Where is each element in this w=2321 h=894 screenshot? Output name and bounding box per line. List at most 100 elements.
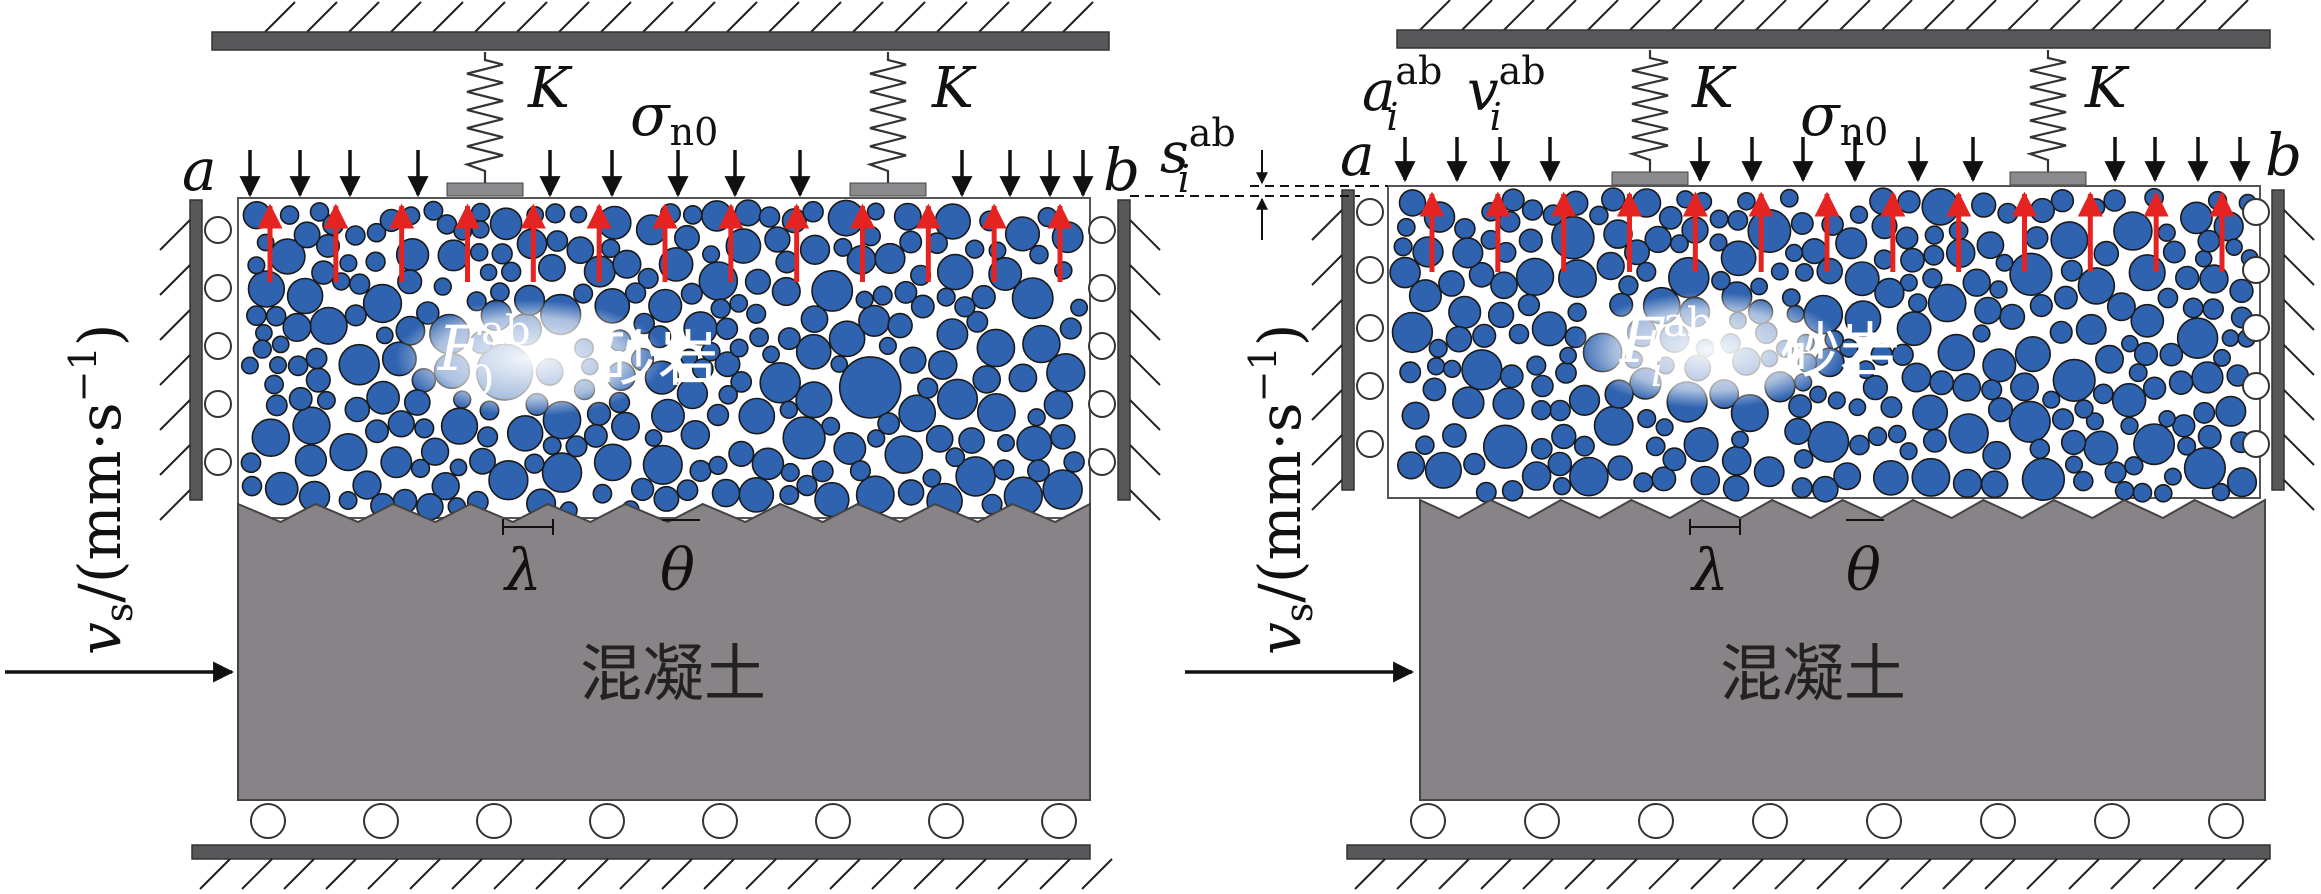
hatch-line [1942, 858, 1974, 890]
spring-left-2 [849, 52, 927, 197]
hatch-line [871, 858, 903, 890]
particle [701, 245, 721, 264]
concrete-block [237, 502, 1091, 801]
particle [878, 336, 898, 356]
particle [268, 356, 287, 375]
particle [833, 431, 867, 465]
particle [1690, 465, 1721, 496]
particle [1976, 231, 2005, 260]
hatch-line [241, 858, 273, 890]
particle [247, 256, 266, 275]
particle [2163, 467, 2182, 486]
hatch-line [936, 1, 968, 33]
particle [650, 398, 685, 433]
particle [311, 260, 336, 285]
hatch-line [852, 1, 884, 33]
particle [838, 356, 902, 419]
particle [1793, 449, 1814, 469]
hatch-line [159, 444, 191, 476]
roller [363, 803, 399, 839]
hatch-line [1797, 0, 1829, 31]
roller [1866, 803, 1902, 839]
particle [1468, 261, 1495, 288]
hatch-line [1564, 858, 1596, 890]
particle [2052, 358, 2096, 403]
hatch-line [306, 1, 338, 33]
particle [1568, 384, 1601, 416]
hatch-line [1129, 399, 1161, 431]
particle [437, 239, 470, 272]
particle [2077, 267, 2116, 305]
particle [364, 419, 389, 444]
hatch-line [997, 858, 1029, 890]
roller [204, 448, 232, 476]
particle [339, 254, 358, 273]
hatch-line [684, 1, 716, 33]
particle [922, 468, 942, 488]
particle [2130, 303, 2165, 338]
roller [2094, 803, 2130, 839]
particle [795, 381, 833, 419]
particle [2179, 201, 2213, 235]
particle [537, 253, 566, 282]
hatch-line [348, 1, 380, 33]
particle [1027, 408, 1046, 427]
hatch-line [810, 1, 842, 33]
hatch-line [1923, 0, 1955, 31]
particle [265, 305, 287, 327]
particle [710, 298, 731, 319]
particle [964, 239, 985, 259]
particle [996, 433, 1015, 452]
particle [729, 293, 749, 313]
particle [2225, 238, 2243, 256]
particle [1912, 394, 1949, 431]
top-plate [211, 31, 1110, 51]
hatch-line [325, 858, 357, 890]
particle [728, 440, 755, 468]
particle [1637, 409, 1657, 429]
particle [673, 224, 700, 251]
particle [1452, 237, 1484, 269]
particle [1396, 451, 1426, 480]
particle [2009, 252, 2053, 296]
hatch-line [1671, 0, 1703, 31]
concrete-label: 混凝土 [1720, 637, 1906, 710]
roller [815, 803, 851, 839]
roller [2242, 372, 2270, 400]
particle [1051, 221, 1084, 254]
particle [316, 390, 336, 410]
roller [1041, 803, 1077, 839]
hatch-line [1311, 389, 1343, 421]
particle [1900, 247, 1925, 273]
particle [1801, 238, 1828, 265]
particle [1552, 477, 1572, 496]
hatch-line [474, 1, 506, 33]
particle [828, 320, 866, 358]
particle [491, 243, 513, 265]
particle [1442, 359, 1462, 379]
particle [897, 479, 925, 506]
particle [642, 444, 683, 486]
particle [1042, 469, 1083, 510]
particle [1070, 298, 1089, 317]
particle [1753, 456, 1785, 488]
bottom-plate [191, 844, 1091, 860]
particle [877, 412, 901, 436]
particle [680, 282, 703, 305]
particle [2114, 480, 2135, 501]
particle [501, 261, 522, 282]
hatch-line [955, 858, 987, 890]
particle [477, 426, 499, 448]
particle [1633, 472, 1654, 493]
hatch-line [159, 264, 191, 296]
particle [1499, 364, 1524, 389]
particle [1862, 374, 1889, 401]
hatch-line [409, 858, 441, 890]
particle [738, 397, 776, 435]
particle [958, 427, 986, 454]
left-wall [189, 199, 203, 501]
particle [2199, 264, 2229, 294]
particle [976, 392, 1016, 432]
particle [624, 282, 647, 304]
particle [1442, 423, 1467, 448]
